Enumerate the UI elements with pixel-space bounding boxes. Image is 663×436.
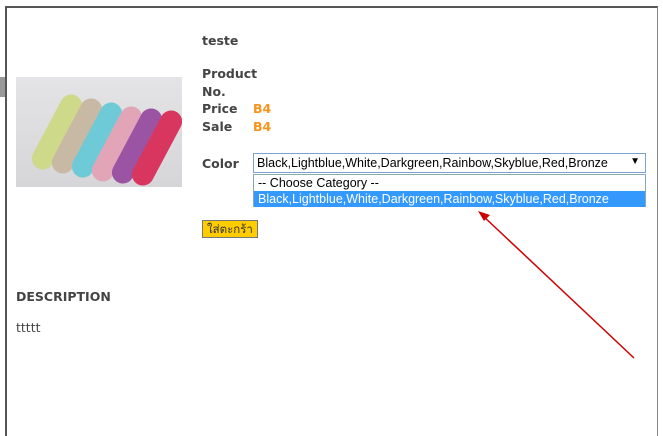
product-title: teste <box>202 33 239 48</box>
annotation-arrow-icon <box>478 211 635 359</box>
product-no-label: Product No. <box>202 66 258 99</box>
color-select[interactable]: Black,Lightblue,White,Darkgreen,Rainbow,… <box>253 153 646 173</box>
sale-value: B4 <box>253 119 272 134</box>
color-selected-value: Black,Lightblue,White,Darkgreen,Rainbow,… <box>257 156 608 170</box>
product-image <box>16 77 182 187</box>
sale-label: Sale <box>202 119 233 134</box>
add-to-cart-button[interactable]: ใส่ตะกร้า <box>202 220 258 238</box>
description-heading: DESCRIPTION <box>16 289 111 304</box>
color-dropdown-list[interactable]: -- Choose Category -- Black,Lightblue,Wh… <box>253 174 646 207</box>
side-tab <box>0 77 5 97</box>
page-frame <box>5 6 658 436</box>
color-option[interactable]: Black,Lightblue,White,Darkgreen,Rainbow,… <box>254 191 645 207</box>
color-label: Color <box>202 156 239 171</box>
price-value: B4 <box>253 101 272 116</box>
dropdown-arrow-icon: ▼ <box>630 156 640 167</box>
color-option[interactable]: -- Choose Category -- <box>258 176 379 190</box>
description-text: ttttt <box>16 320 41 335</box>
price-label: Price <box>202 101 238 116</box>
